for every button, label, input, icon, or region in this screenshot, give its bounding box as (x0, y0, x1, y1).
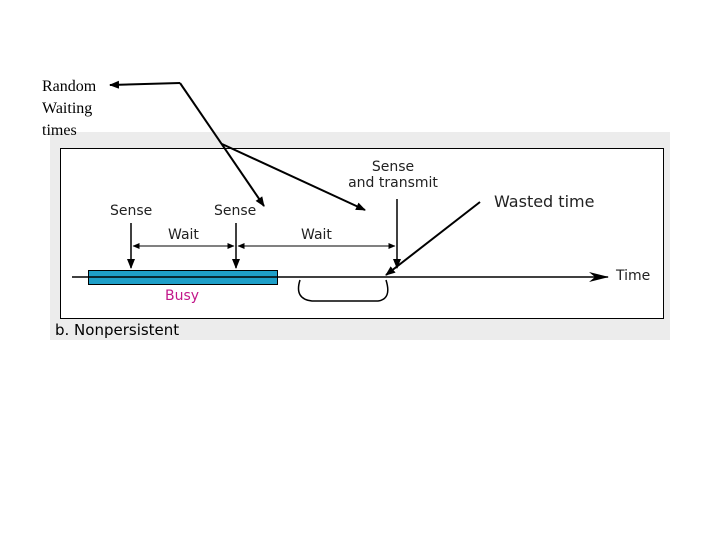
figure-caption: b. Nonpersistent (55, 321, 180, 339)
time-axis-label: Time (616, 268, 651, 284)
sense-and-transmit-line-2: and transmit (348, 175, 438, 191)
wasted-time-brace (297, 279, 389, 302)
waiting-line: Waiting (42, 100, 93, 117)
busy-label: Busy (165, 288, 200, 304)
wait-label-2: Wait (301, 227, 332, 243)
sense-label-2: Sense (214, 203, 257, 219)
callout-arrow-to-label (109, 80, 181, 89)
sense-and-transmit-label: Sense and transmit (343, 159, 443, 191)
callout-arrow-to-second-wait (221, 143, 366, 211)
sense-and-transmit-line-1: Sense (371, 159, 415, 175)
times-line: times (42, 122, 77, 139)
wasted-time-label: Wasted time (494, 192, 595, 211)
wait-label-1: Wait (168, 227, 199, 243)
diagram-panel (60, 148, 664, 319)
wasted-time-arrow (385, 201, 481, 276)
random-waiting-times-label: Random Waiting times (42, 76, 96, 142)
sense-label-1: Sense (110, 203, 153, 219)
random-line: Random (42, 78, 97, 95)
